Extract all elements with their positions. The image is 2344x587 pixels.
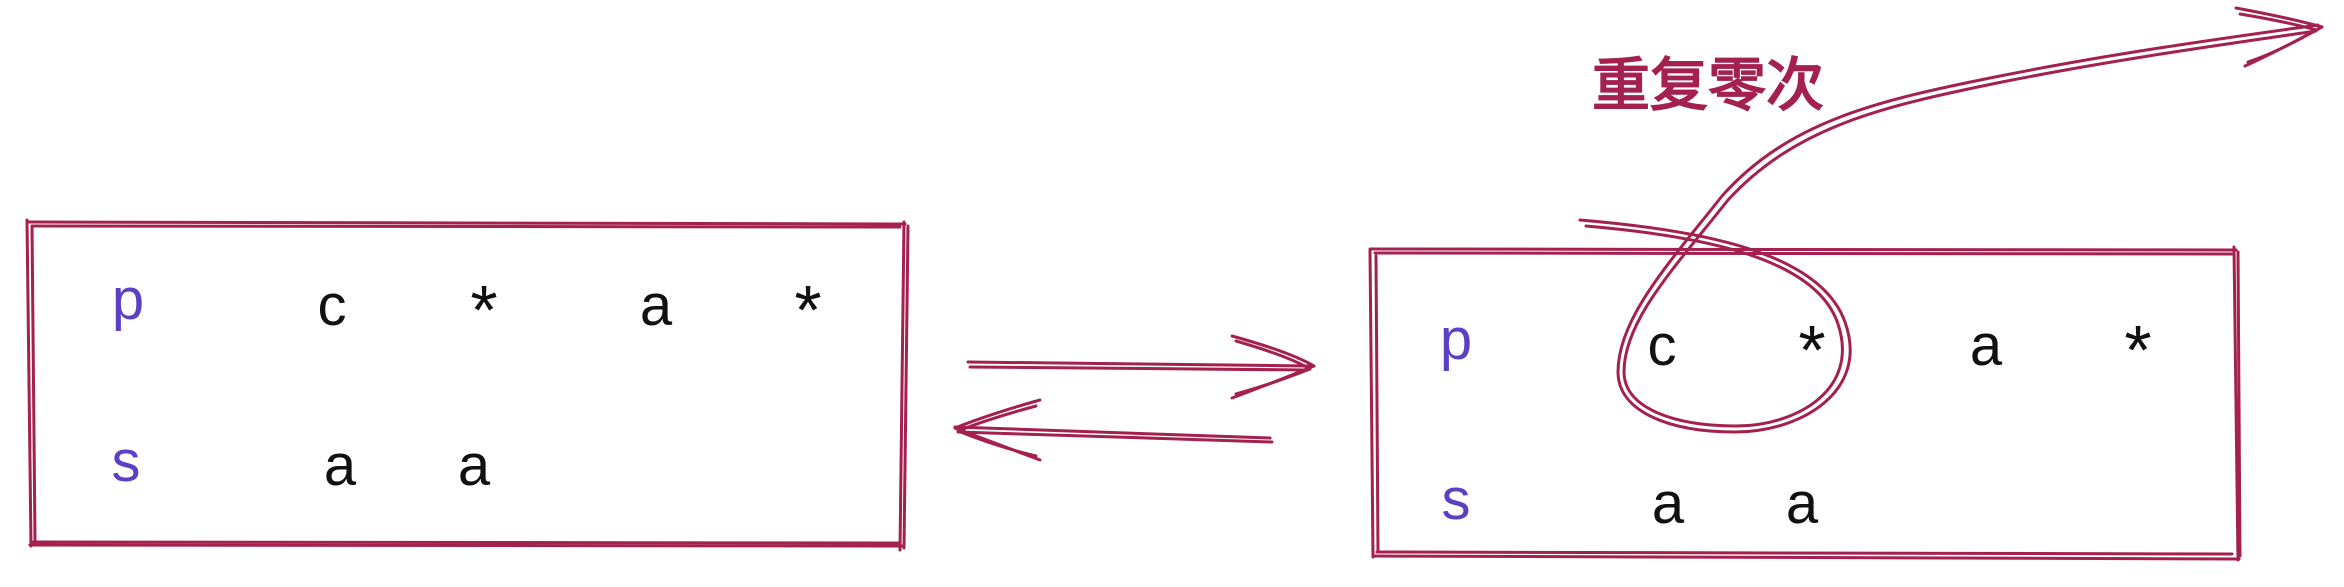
- right-pattern-cell: *: [2124, 311, 2152, 389]
- left-pattern-cell: *: [470, 271, 498, 349]
- annotation-repeat-zero: 重复零次: [1592, 51, 1825, 119]
- left-string-cell: a: [323, 433, 357, 498]
- right-pattern-cell: a: [1969, 313, 2003, 378]
- right-string-label: s: [1441, 467, 1471, 532]
- left-string-label: s: [111, 429, 141, 494]
- right-pattern-label: p: [1439, 307, 1473, 372]
- right-string-cell: a: [1785, 471, 1819, 536]
- repeat-zero-loop-arrow: [1578, 6, 2324, 434]
- right-string-cell: a: [1651, 471, 1685, 536]
- left-box-frame: [25, 218, 910, 552]
- left-string-cell: a: [457, 433, 491, 498]
- right-pattern-cell: *: [1798, 311, 1826, 389]
- right-box-frame: [1368, 245, 2242, 562]
- left-pattern-cell: a: [639, 273, 673, 338]
- arrow-left: [953, 398, 1274, 462]
- left-pattern-label: p: [111, 267, 145, 332]
- arrow-right: [966, 334, 1316, 400]
- right-pattern-cell: c: [1647, 313, 1677, 378]
- left-pattern-cell: c: [317, 273, 347, 338]
- left-pattern-cell: *: [794, 271, 822, 349]
